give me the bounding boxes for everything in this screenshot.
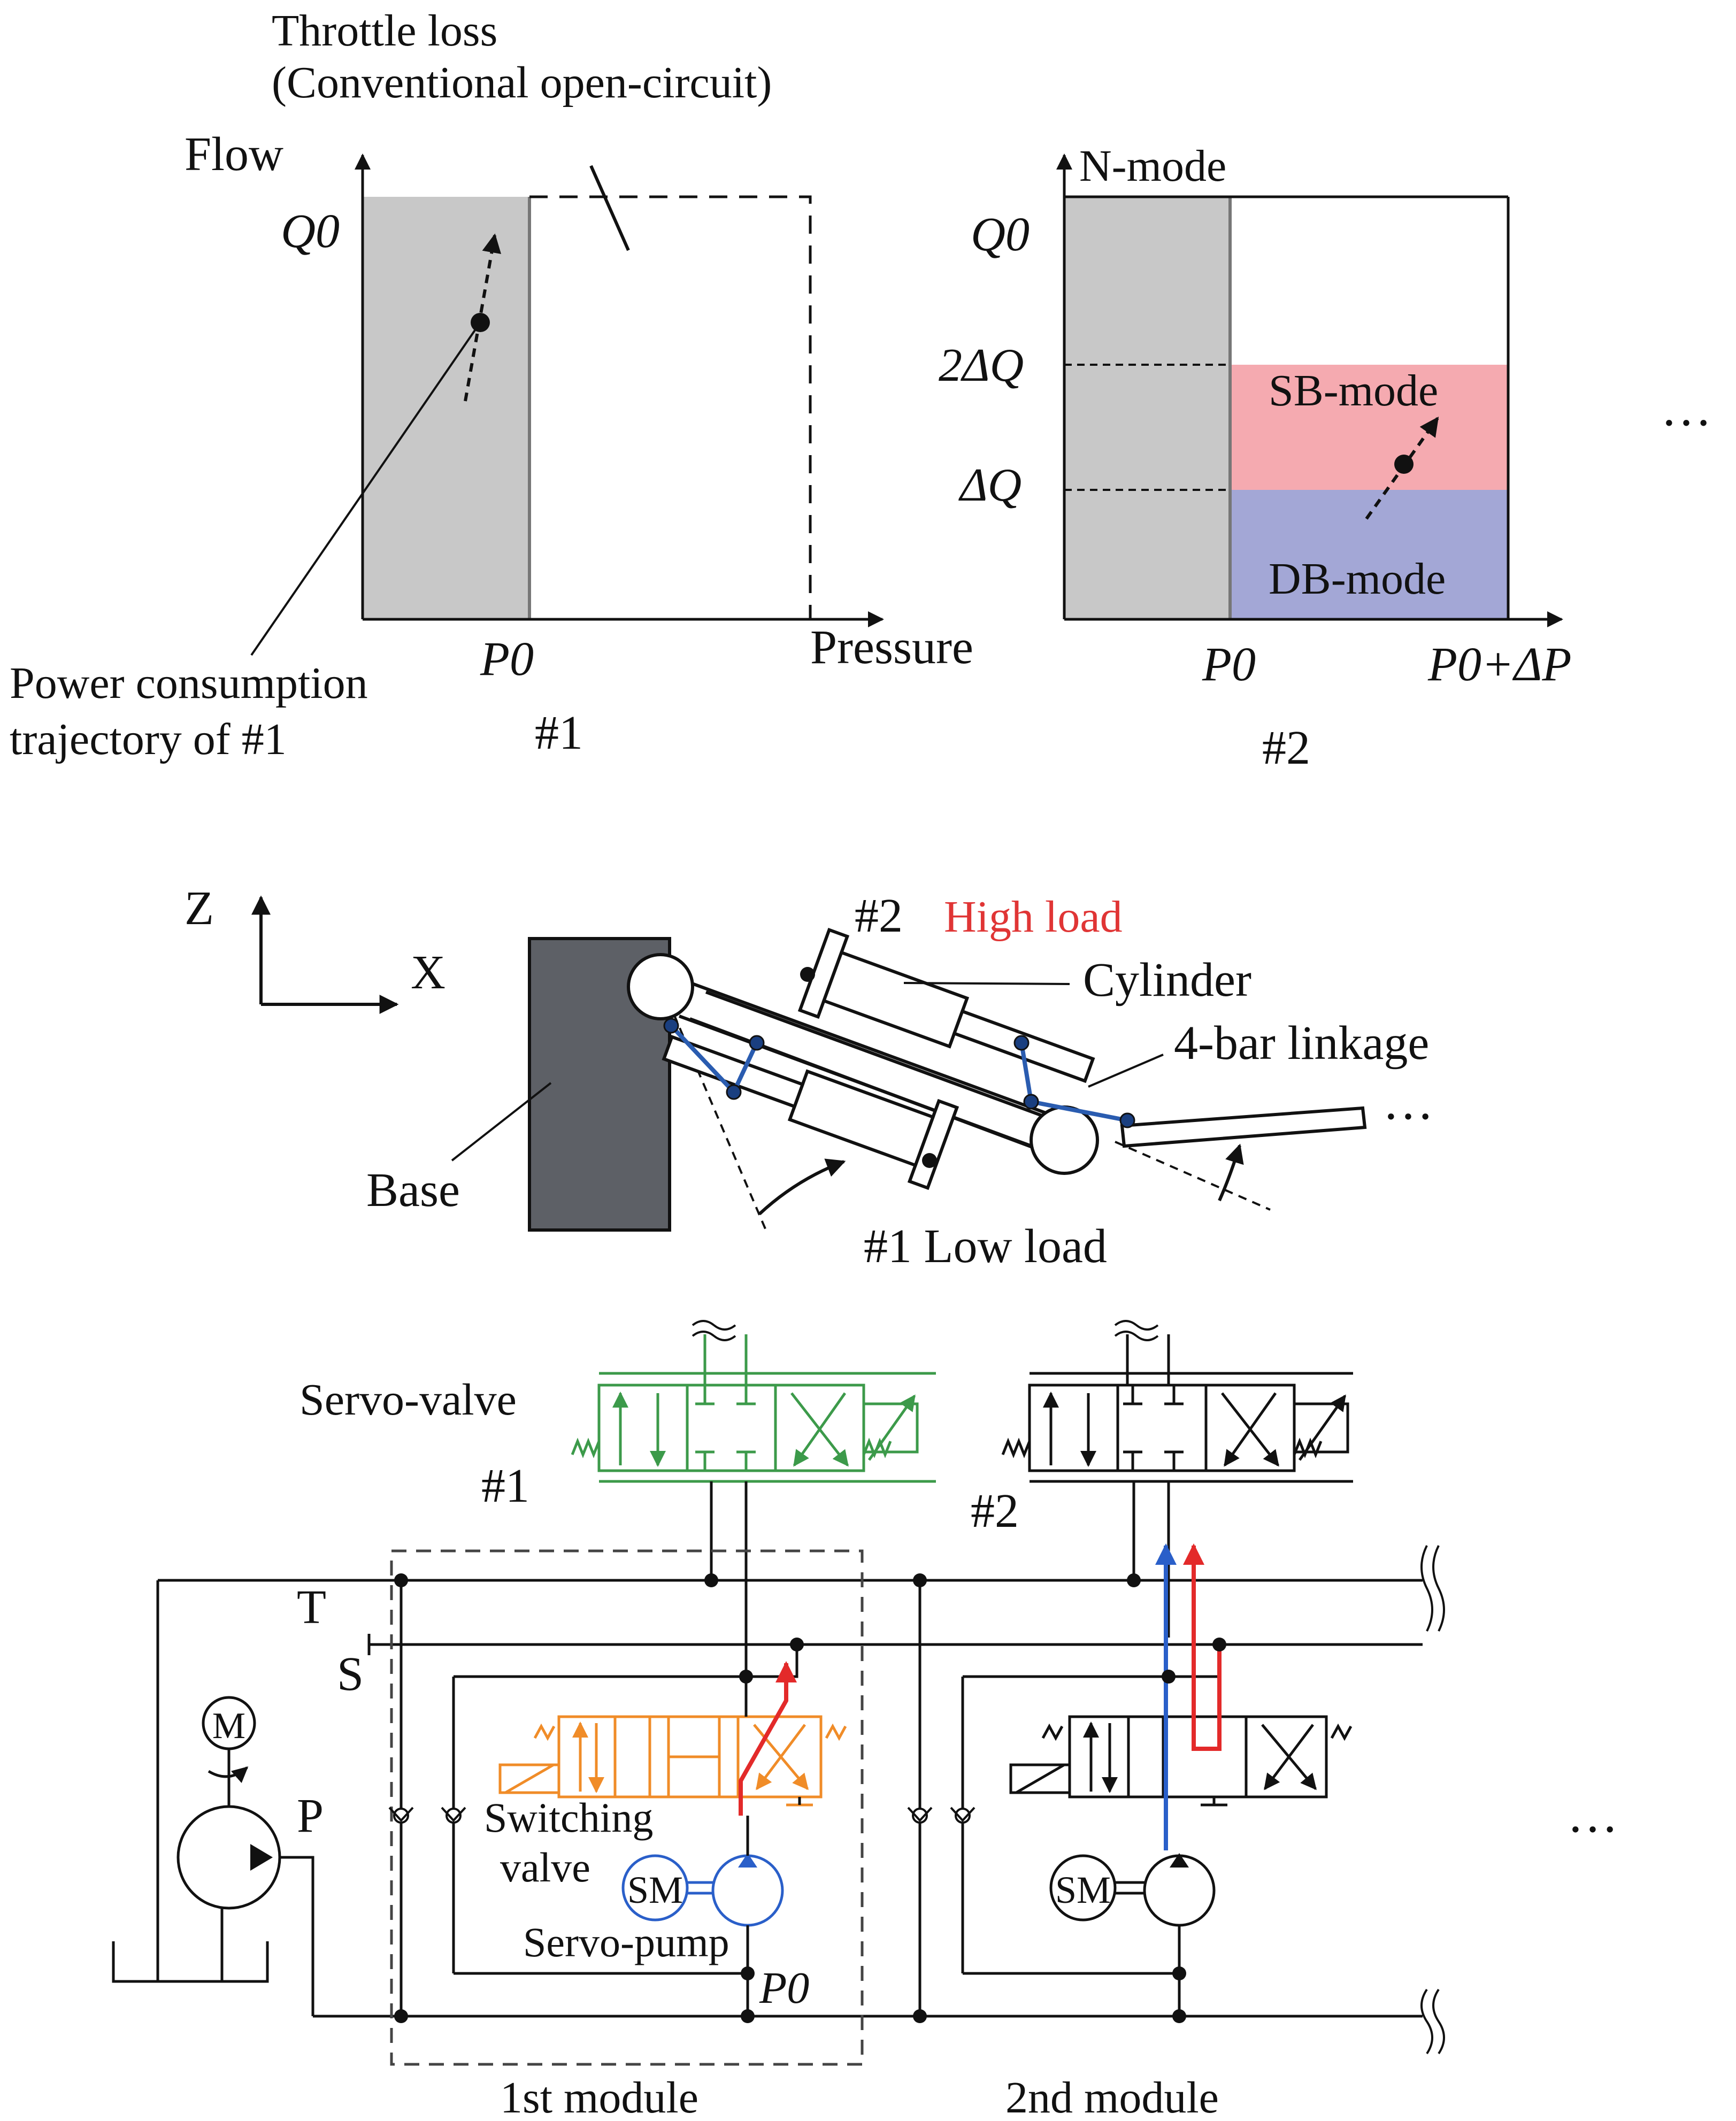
arm-mechanism: Z X Base …	[185, 882, 1434, 1273]
elbow-joint	[1030, 1105, 1099, 1175]
z-label: Z	[185, 882, 214, 935]
chart2-sb-region	[1230, 365, 1508, 490]
chart1-throttle-label-1: Throttle loss	[272, 6, 497, 56]
chart2-p0-dp: P0+ΔP	[1427, 638, 1572, 691]
chart2-p0: P0	[1202, 638, 1256, 691]
chart1-caption: #1	[535, 706, 583, 759]
p-label: P	[297, 1789, 324, 1842]
x-label: X	[411, 946, 445, 999]
arm-ellipsis: …	[1382, 1073, 1434, 1130]
chart-2: N-mode Q0 2ΔQ ΔQ SB-mode DB-mode P0 P0+Δ…	[939, 141, 1712, 774]
chart1-throttle-loss-box	[529, 195, 812, 619]
arm-label-n2: #2	[855, 889, 903, 942]
chart1-q0: Q0	[281, 205, 340, 258]
chart2-operating-point	[1394, 455, 1414, 474]
cylinder-1	[662, 1034, 959, 1190]
chart1-gray-region	[363, 197, 529, 619]
chart2-2dq: 2ΔQ	[939, 340, 1024, 391]
servo-valve-1-number: #1	[481, 1459, 529, 1512]
chart2-dq: ΔQ	[958, 459, 1021, 511]
switching-valve-2	[1009, 1715, 1353, 1807]
servo-valve-label: Servo-valve	[299, 1375, 517, 1425]
chart1-throttle-label-2: (Conventional open-circuit)	[272, 58, 772, 107]
hydraulic-circuit: M T S P	[112, 1320, 1618, 2121]
servo-motor-1-label: SM	[627, 1869, 683, 1911]
servo-valve-2	[1001, 1334, 1353, 1483]
module-1-box	[390, 1549, 864, 2066]
chart2-q0: Q0	[971, 208, 1030, 261]
chart2-y-label: N-mode	[1079, 141, 1226, 191]
chart2-ellipsis: …	[1661, 379, 1712, 436]
servo-motor-2-label: SM	[1055, 1869, 1111, 1911]
servo-motor-2	[1049, 1854, 1117, 1922]
chart-1: Throttle loss (Conventional open-circuit…	[10, 6, 973, 764]
shoulder-joint	[627, 953, 694, 1020]
chart2-caption: #2	[1262, 721, 1310, 774]
red-flow-2	[1183, 1543, 1222, 1751]
chart1-power-label-1: Power consumption	[10, 658, 368, 708]
circuit-ellipsis: …	[1567, 1786, 1618, 1843]
switching-valve-1	[498, 1715, 847, 1807]
chart1-y-label: Flow	[185, 128, 283, 181]
base-label: Base	[366, 1164, 460, 1217]
chart1-x-label: Pressure	[810, 621, 973, 674]
cylinder-label: Cylinder	[1083, 954, 1251, 1006]
chart1-trajectory-arrow	[464, 233, 502, 402]
switching-label-1: Switching	[484, 1794, 653, 1841]
chart1-power-label-2: trajectory of #1	[10, 714, 287, 764]
chart1-p0: P0	[480, 633, 534, 686]
circuit-p0: P0	[759, 1963, 809, 2013]
switching-label-2: valve	[500, 1844, 590, 1891]
servo-valve-1	[571, 1334, 936, 1483]
chart2-db-label: DB-mode	[1269, 554, 1446, 604]
red-flow-1	[739, 1661, 797, 1816]
servo-motor-1	[621, 1854, 689, 1922]
module-2-label: 2nd module	[1005, 2073, 1219, 2121]
high-load-label: High load	[944, 892, 1123, 942]
linkage-label: 4-bar linkage	[1174, 1017, 1429, 1070]
module-1-label: 1st module	[500, 2073, 698, 2121]
tank	[112, 1941, 269, 1983]
low-load-label: #1 Low load	[864, 1220, 1107, 1273]
servo-valve-2-number: #2	[971, 1485, 1019, 1538]
chart2-sb-label: SB-mode	[1269, 366, 1438, 416]
motor-label: M	[212, 1705, 245, 1747]
chart2-gray-region	[1064, 197, 1230, 619]
s-label: S	[337, 1648, 364, 1701]
t-label: T	[297, 1581, 326, 1634]
servo-pump-label: Servo-pump	[523, 1919, 729, 1965]
chart2-db-region	[1230, 490, 1508, 619]
